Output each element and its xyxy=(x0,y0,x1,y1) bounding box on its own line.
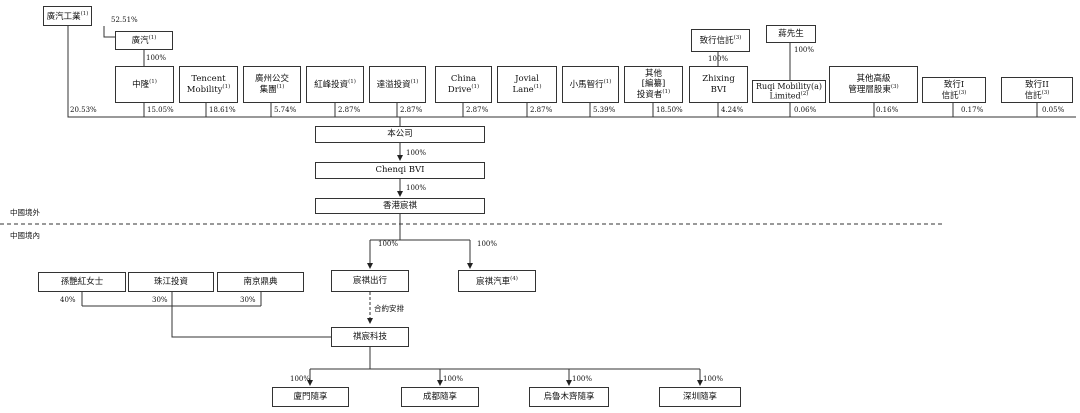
pct-gz-transit: 5.74% xyxy=(274,106,297,114)
pct-gac-industry: 20.53% xyxy=(70,106,97,114)
pct-gac-industry-to-gac: 52.51% xyxy=(111,16,138,24)
pct-nanjing: 30% xyxy=(240,296,256,304)
box-chenqi-bvi: Chenqi BVI xyxy=(315,162,485,179)
pct-trust-to-bvi: 100% xyxy=(708,55,729,63)
box-gac: 廣汽(1) xyxy=(115,31,173,50)
pct-jiang-to-ruqi: 100% xyxy=(794,46,815,54)
box-chenqi-travel: 宸祺出行 xyxy=(331,270,409,292)
pct-zhujiang: 30% xyxy=(152,296,168,304)
pct-zhixing-bvi: 4.24% xyxy=(721,106,744,114)
box-gac-industry: 廣汽工業(1) xyxy=(43,6,92,26)
box-chenqi-auto: 宸祺汽車(4) xyxy=(458,270,536,292)
pct-chengdu: 100% xyxy=(443,375,464,383)
pct-hk-to-auto: 100% xyxy=(477,240,498,248)
box-company: 本公司 xyxy=(315,126,485,143)
box-ruqi-mobility: Ruqi Mobility(a) Limited(2) xyxy=(752,80,826,103)
box-other-senior-management: 其他高級 管理層股東(3) xyxy=(829,66,918,103)
pct-zhonglong: 15.05% xyxy=(147,106,174,114)
box-mr-jiang: 蔣先生 xyxy=(766,25,816,43)
box-xiamen-suixiang: 廈門隨享 xyxy=(272,387,349,407)
pct-xiamen: 100% xyxy=(290,375,311,383)
pct-other-investors: 18.50% xyxy=(656,106,683,114)
pct-bvi-to-hk: 100% xyxy=(406,184,427,192)
box-qichen-tech: 祺宸科技 xyxy=(331,327,409,347)
pct-zhixing-i: 0.17% xyxy=(961,106,984,114)
pct-ruqi-mobility: 0.06% xyxy=(794,106,817,114)
pct-zhixing-ii: 0.05% xyxy=(1042,106,1065,114)
box-zhujiang-investment: 珠江投資 xyxy=(128,272,214,292)
box-dayi-investment: 達溢投資(1) xyxy=(369,66,426,103)
box-nanjing-dingdian: 南京鼎典 xyxy=(217,272,304,292)
pct-gac-to-zhonglong: 100% xyxy=(146,54,167,62)
box-zhixing-trust: 致行信託(3) xyxy=(691,29,750,52)
box-zhixing-bvi: Zhixing BVI xyxy=(689,66,748,103)
pct-urumqi: 100% xyxy=(572,375,593,383)
box-hongfeng-investment: 紅峰投資(1) xyxy=(306,66,364,103)
box-guangzhou-transit: 廣州公交 集團(1) xyxy=(243,66,301,103)
box-hk-chenqi: 香港宸祺 xyxy=(315,198,485,214)
pct-hk-to-travel: 100% xyxy=(378,240,399,248)
pct-company-to-bvi: 100% xyxy=(406,149,427,157)
box-zhixing-ii-trust: 致行II 信託(3) xyxy=(1001,77,1073,103)
label-outside-prc: 中國境外 xyxy=(10,208,40,217)
gac-industry-line xyxy=(67,26,1076,118)
box-jovial-lane: Jovial Lane(1) xyxy=(497,66,557,103)
box-pony-ai: 小馬智行(1) xyxy=(562,66,619,103)
label-contractual-arrangement: 合約安排 xyxy=(374,304,404,313)
pct-shenzhen: 100% xyxy=(703,375,724,383)
pct-jovial-lane: 2.87% xyxy=(530,106,553,114)
box-tencent-mobility: Tencent Mobility(1) xyxy=(179,66,238,103)
label-inside-prc: 中國境內 xyxy=(10,231,40,240)
pct-mrs-sun: 40% xyxy=(60,296,76,304)
box-other-investors: 其他 [編纂] 投資者(1) xyxy=(624,66,683,103)
pct-tencent: 18.61% xyxy=(209,106,236,114)
box-urumqi-suixiang: 烏魯木齊隨享 xyxy=(529,387,609,407)
box-zhonglong: 中隆(1) xyxy=(115,66,174,103)
box-chengdu-suixiang: 成都隨享 xyxy=(401,387,479,407)
pct-china-drive: 2.87% xyxy=(466,106,489,114)
box-zhixing-i-trust: 致行I 信託(3) xyxy=(922,77,986,103)
box-china-drive: China Drive(1) xyxy=(435,66,492,103)
pct-hongfeng: 2.87% xyxy=(338,106,361,114)
pct-dayi: 2.87% xyxy=(400,106,423,114)
pct-pony-ai: 5.39% xyxy=(593,106,616,114)
box-shenzhen-suixiang: 深圳隨享 xyxy=(659,387,741,407)
box-mrs-sun: 孫艷紅女士 xyxy=(38,272,126,292)
pct-other-mgmt: 0.16% xyxy=(876,106,899,114)
